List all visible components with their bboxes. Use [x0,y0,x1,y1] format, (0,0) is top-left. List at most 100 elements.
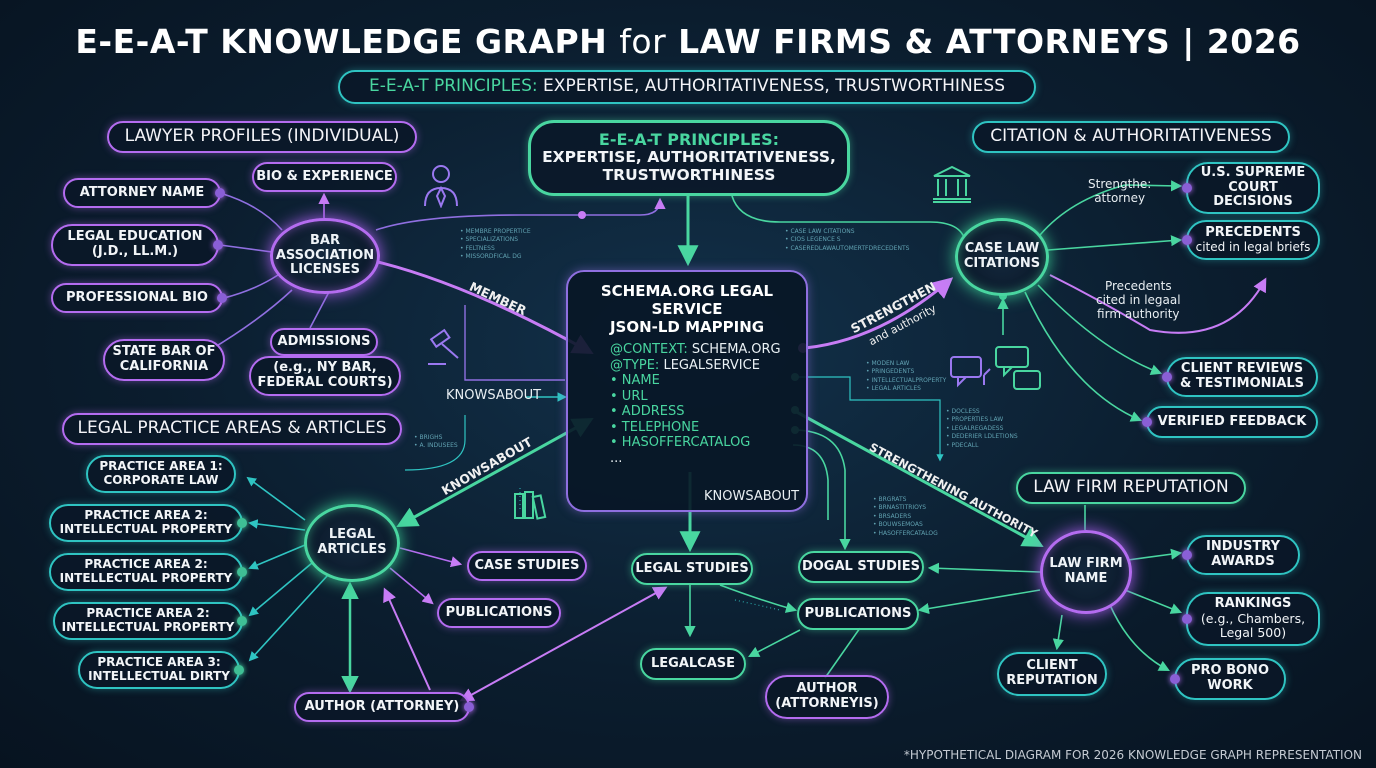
principles-center-title: E-E-A-T PRINCIPLES: [598,129,780,149]
attorney-name-node: ATTORNEY NAME [63,178,225,208]
schema-context-key: @CONTEXT: [610,342,688,357]
link-publications-right [917,589,1041,615]
footnote: *HYPOTHETICAL DIAGRAM FOR 2026 KNOWLEDGE… [903,748,1362,762]
section-reputation: LAW FIRM REPUTATION [1016,472,1246,504]
link-case-studies [399,547,463,568]
connector-dot [1182,550,1192,560]
pro-bono-node: PRO BONO WORK [1170,658,1286,700]
industry-awards-node: INDUSTRY AWARDS [1182,535,1300,575]
connector-dot [234,665,244,675]
link-dogal-studies [927,562,1041,574]
link-studies-publications [719,584,798,613]
state-bar-node: STATE BAR OF CALIFORNIA [103,339,225,381]
link-practice-3 [248,544,306,570]
attorney-person-icon [424,165,458,208]
legal-studies-node: LEGAL STUDIES [631,553,753,585]
micro-text-a: • MEMBRE PROPERTICE • SPECIALIZATIONS • … [460,228,531,261]
link-precedents-note [1049,274,1267,334]
connector-dot [1170,674,1180,684]
edge-label-knowsabout-left: KNOWSABOUT [446,388,542,403]
connector-dot [215,188,225,198]
schema-prop: • ADDRESS [610,404,685,419]
principles-port [578,211,586,219]
section-lawyer-profiles: LAWYER PROFILES (INDIVIDUAL) [107,121,417,153]
link-practice-5 [248,574,329,662]
schema-type-value: LEGALSERVICE [659,357,760,373]
client-reputation-node: CLIENT REPUTATION [997,652,1107,696]
connector-dot [1182,614,1192,624]
link-client-reputation [1052,614,1064,651]
section-citation: CITATION & AUTHORITATIVENESS [972,121,1290,153]
schema-type-key: @TYPE: [610,357,660,373]
connector-dot [237,567,247,577]
principles-banner: E-E-A-T PRINCIPLES: EXPERTISE, AUTHORITA… [338,70,1036,104]
page-title: E-E-A-T KNOWLEDGE GRAPH for LAW FIRMS & … [75,22,1301,61]
link-author-articles [383,587,431,691]
connector-dot [217,293,227,303]
practice-area-item: PRACTICE AREA 2: INTELLECTUAL PROPERTY [53,602,247,640]
schema-prop: • NAME [610,373,660,388]
precedents-title: PRECEDENTS [1205,224,1301,240]
connector-dot [1182,183,1192,193]
link-precedents [1047,235,1183,251]
link-member [377,260,594,355]
connector-dot [1182,235,1192,245]
schema-prop: • TELEPHONE [610,419,700,435]
principles-center: E-E-A-T PRINCIPLES: EXPERTISE, AUTHORITA… [528,120,850,196]
dotted-1 [734,599,781,611]
connector-dot [1162,372,1172,382]
connector-dot [464,702,474,712]
link-reviews [1037,284,1163,376]
chat-bubbles-icon [950,346,1041,390]
link-schema-notes [793,376,944,462]
micro-text-e: • DOCLESS • PROPERTIES LAW • LEGALREGADE… [946,408,1018,449]
legal-education-node: LEGAL EDUCATION (J.D., LL.M.) [51,224,223,266]
edge-label-precedents-note: Precedents cited in legaal firm authorit… [1096,279,1181,321]
practice-area-item: PRACTICE AREA 2: INTELLECTUAL PROPERTY [49,504,247,542]
edge-label-knowsabout-bottom: KNOWSABOUT [704,489,800,504]
link-strengthening-authority [792,408,1044,548]
connector-dot [213,240,223,250]
link-pro-bono [1109,604,1170,672]
author-attorneyis-node: AUTHOR (ATTORNEYIS) [765,675,889,719]
rankings-subtitle: (e.g., Chambers, Legal 500) [1200,611,1306,641]
link-awards [1127,548,1183,561]
admissions-node: ADMISSIONS [270,328,378,356]
link-professional-bio [223,274,279,299]
practice-area-item: PRACTICE AREA 3: INTELLECTUAL DIRTY [78,651,244,689]
bar-association-hub: BAR ASSOCIATION LICENSES [270,218,380,294]
legal-articles-hub: LEGAL ARTICLES [304,504,400,582]
link-knowsabout-diag [396,417,594,528]
connector-dot [237,616,247,626]
rankings-title: RANKINGS [1214,596,1292,612]
link-pub-legalcase [748,629,801,658]
author-attorney-node: AUTHOR (ATTORNEY) [294,692,474,722]
client-reviews-node: CLIENT REVIEWS & TESTIMONIALS [1162,357,1318,397]
link-practice-1 [246,476,306,521]
link-practice-header [404,415,466,471]
link-author-studies [459,586,668,702]
law-books-icon [514,491,547,520]
bio-experience-node: BIO & EXPERIENCE [252,162,397,192]
case-law-hub: CASE LAW CITATIONS [955,218,1049,296]
admissions-detail-node: (e.g., NY BAR, FEDERAL COURTS) [249,356,401,396]
supreme-court-node: U.S. SUPREME COURT DECISIONS [1182,162,1320,214]
precedents-subtitle: cited in legal briefs [1195,239,1311,254]
practice-area-item: PRACTICE AREA 1: CORPORATE LAW [86,455,236,493]
principles-center-text: EXPERTISE, AUTHORITATIVENESS, TRUSTWORTH… [542,148,836,185]
publications-left-node: PUBLICATIONS [437,598,561,628]
schema-mapping-panel: SCHEMA.ORG LEGAL SERVICE JSON-LD MAPPING… [566,270,808,512]
dogal-studies-node: DOGAL STUDIES [798,551,924,583]
micro-text-f: • BRGRATS • BRNASTITRIOYS • BRSADERS • B… [873,496,938,537]
link-admissions [309,289,331,329]
link-member-vertical [464,305,565,381]
link-attorney-name [219,192,283,231]
micro-text-d: • MODEN LAW • PRINGEDENTS • INTELLECTUAL… [866,360,947,393]
schema-code: @CONTEXT: SCHEMA.ORG @TYPE: LEGALSERVICE… [610,342,781,466]
link-strengthen [804,277,954,350]
publications-center-node: PUBLICATIONS [797,598,919,630]
schema-prop: • HASOFFERCATALOG [610,435,751,450]
schema-context-value: SCHEMA.ORG [687,342,781,357]
schema-prop: • URL [610,388,648,404]
verified-feedback-node: VERIFIED FEEDBACK [1142,406,1318,438]
